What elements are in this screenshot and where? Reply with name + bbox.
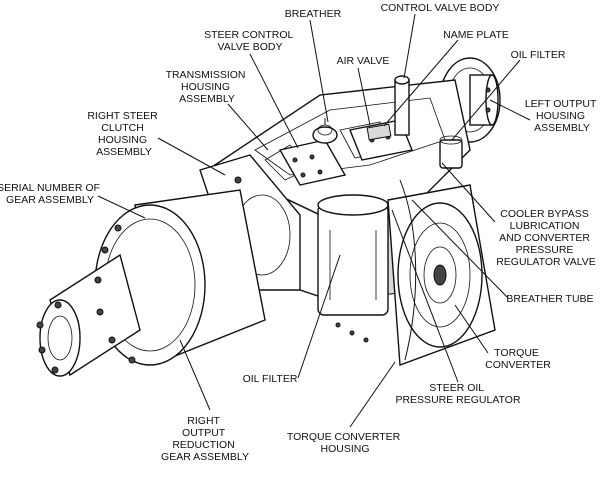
label-control-valve-body: CONTROL VALVE BODY [381,2,500,14]
label-right-output-reduction-gear-assembly: RIGHT OUTPUT REDUCTION GEAR ASSEMBLY [161,415,249,463]
label-torque-converter-housing: TORQUE CONVERTER HOUSING [287,431,403,455]
label-oil-filter-top: OIL FILTER [511,49,566,61]
steer-control-valve-body [278,139,347,186]
label-oil-filter-bottom: OIL FILTER [243,373,298,385]
label-air-valve: AIR VALVE [337,55,390,67]
label-breather: BREATHER [285,8,342,20]
label-right-steer-clutch-housing-assembly: RIGHT STEER CLUTCH HOUSING ASSEMBLY [87,110,160,158]
transmission-assembly-drawing [36,57,501,377]
label-steer-control-valve-body: STEER CONTROL VALVE BODY [204,29,296,53]
leader-lines [97,13,531,428]
callout-labels: BREATHER CONTROL VALVE BODY STEER CONTRO… [0,2,599,463]
right-output-reduction-gear [36,189,266,377]
label-cooler-bypass-regulator-valve: COOLER BYPASS LUBRICATION AND CONVERTER … [496,208,596,268]
label-breather-tube: BREATHER TUBE [506,293,593,305]
label-torque-converter: TORQUE CONVERTER [485,347,551,371]
breather [312,118,338,144]
label-name-plate: NAME PLATE [443,29,509,41]
label-transmission-housing-assembly: TRANSMISSION HOUSING ASSEMBLY [166,69,249,105]
torque-converter-housing [387,184,496,366]
oil-filter-lower [317,194,389,343]
name-plate [366,123,392,141]
label-left-output-housing-assembly: LEFT OUTPUT HOUSING ASSEMBLY [525,98,599,134]
oil-filter-upper [439,135,463,169]
label-steer-oil-pressure-regulator: STEER OIL PRESSURE REGULATOR [395,382,520,406]
label-serial-number-of-gear-assembly: SERIAL NUMBER OF GEAR ASSEMBLY [0,182,103,206]
breather-tube [399,179,417,361]
